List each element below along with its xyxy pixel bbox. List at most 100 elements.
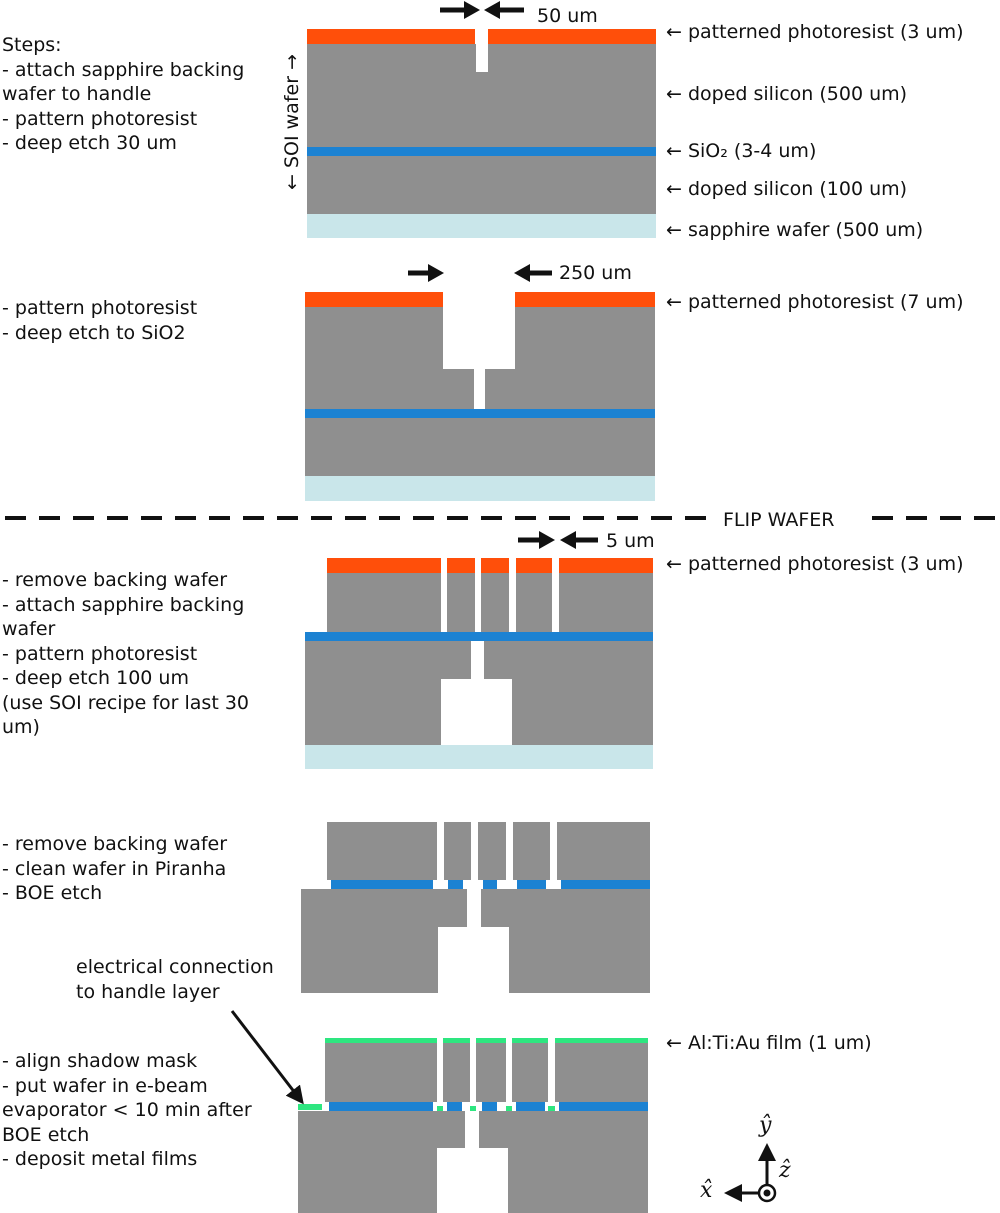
step5-metal-gap-3 [506, 1106, 512, 1111]
step1-dimension-label: 50 um [537, 5, 598, 27]
step1-line: - pattern photoresist [2, 107, 198, 130]
layer-label-photoresist: ← patterned photoresist (3 um) [666, 21, 964, 43]
layer-label-oxide: ← SiO₂ (3-4 um) [666, 140, 817, 162]
step1-line: wafer to handle [2, 83, 152, 105]
step2-line: - deep etch to SiO2 [2, 321, 186, 344]
step1-top-silicon [307, 44, 656, 147]
callout-text: electrical connection to handle layer [76, 955, 274, 1004]
layer-label-handle-silicon: ← doped silicon (100 um) [666, 178, 908, 200]
step4-line: - remove backing wafer [2, 833, 228, 855]
step4-silicon-3 [478, 822, 506, 880]
layer-label-sapphire: ← sapphire wafer (500 um) [666, 219, 924, 241]
step5-line: - put wafer in e-beam [2, 1074, 208, 1097]
step4-oxide-5 [561, 880, 650, 889]
step3-photoresist-5 [559, 558, 653, 573]
step5-metal-top-2 [443, 1038, 470, 1043]
layer-label-device-silicon: ← doped silicon (500 um) [666, 83, 908, 105]
step2-dimension-label: 250 um [559, 262, 632, 284]
step5-oxide-4 [516, 1102, 545, 1111]
step3-dimension-arrows [518, 531, 598, 549]
step3-cross-section [305, 531, 653, 769]
step5-line: BOE etch [2, 1123, 90, 1146]
step3-line: - deep etch 100 um [2, 667, 189, 689]
step2-photoresist-left [305, 292, 443, 307]
step2-cross-section [305, 264, 655, 501]
x-axis-label: x̂ [700, 1178, 713, 1203]
step1-bottom-silicon [307, 156, 656, 214]
step4-oxide-3 [483, 880, 497, 889]
step5-silicon-1 [325, 1043, 437, 1102]
step2-layer-label: ← patterned photoresist (7 um) [666, 291, 964, 313]
step3-photoresist-3 [481, 558, 509, 573]
step1-cross-section [307, 1, 656, 238]
step4-silicon-4 [513, 822, 550, 880]
z-axis-label: ẑ [779, 1158, 791, 1183]
step5-metal-gap-1 [437, 1106, 443, 1111]
step5-line: evaporator < 10 min after [2, 1099, 252, 1121]
step3-silicon-5 [559, 573, 653, 632]
step5-oxide-1 [329, 1102, 433, 1111]
step5-metal-top-3 [476, 1038, 506, 1043]
step2-steps-text: - pattern photoresist - deep etch to SiO… [2, 296, 197, 345]
step5-steps-text: - align shadow mask - put wafer in e-bea… [2, 1049, 252, 1172]
step2-dimension-arrows [408, 264, 552, 282]
step5-oxide-3 [482, 1102, 497, 1111]
coordinate-axes [724, 1143, 777, 1203]
steps-title: Steps: [2, 34, 62, 56]
callout-line: electrical connection [76, 956, 274, 978]
step2-top-silicon [305, 307, 655, 409]
callout-arrow [230, 1010, 304, 1105]
step3-photoresist-1 [327, 558, 441, 573]
step2-sapphire [305, 476, 655, 501]
step3-line: wafer [2, 618, 56, 640]
step4-handle-silicon [301, 889, 650, 993]
step1-sapphire [307, 214, 656, 238]
step2-bottom-silicon [305, 418, 655, 476]
step5-layer-label: ← Al:Ti:Au film (1 um) [666, 1032, 872, 1054]
step3-dimension-label: 5 um [606, 530, 655, 552]
step5-oxide-5 [559, 1102, 648, 1111]
step5-metal-gap-4 [548, 1106, 555, 1111]
step4-oxide-4 [517, 880, 546, 889]
step3-photoresist-2 [447, 558, 475, 573]
step1-line: - attach sapphire backing [2, 58, 245, 81]
step4-silicon-2 [444, 822, 471, 880]
step5-line: - align shadow mask [2, 1050, 198, 1072]
step2-line: - pattern photoresist [2, 297, 198, 319]
step1-steps-text: Steps: - attach sapphire backing wafer t… [2, 33, 244, 156]
flip-wafer-label: FLIP WAFER [723, 509, 835, 531]
step1-oxide [307, 147, 656, 156]
step3-line: - remove backing wafer [2, 569, 228, 591]
step3-photoresist-4 [516, 558, 552, 573]
step5-metal-top-1 [325, 1038, 437, 1043]
step4-cross-section [301, 822, 650, 993]
step1-dimension-arrows [440, 1, 524, 19]
callout-line: to handle layer [76, 980, 220, 1003]
step4-silicon-5 [557, 822, 650, 880]
soi-wafer-label: ← SOI wafer → [281, 54, 303, 190]
step3-line: um) [2, 716, 40, 738]
step5-handle-silicon [298, 1111, 648, 1213]
step4-steps-text: - remove backing wafer - clean wafer in … [2, 832, 227, 906]
step3-silicon-2 [447, 573, 475, 632]
step3-line: - pattern photoresist [2, 642, 198, 665]
step3-sapphire [305, 745, 653, 769]
step4-oxide-2 [448, 880, 463, 889]
step5-silicon-4 [512, 1043, 548, 1102]
step3-layer-label: ← patterned photoresist (3 um) [666, 553, 964, 575]
step5-metal-gap-2 [470, 1106, 476, 1111]
step5-line: - deposit metal films [2, 1148, 198, 1170]
step2-oxide [305, 409, 655, 418]
step3-silicon-3 [481, 573, 509, 632]
step1-line: - deep etch 30 um [2, 132, 177, 154]
step3-handle-silicon [305, 641, 653, 745]
step4-line: - BOE etch [2, 882, 103, 904]
step5-silicon-2 [443, 1043, 470, 1102]
step5-metal-top-4 [512, 1038, 548, 1043]
step3-line: - attach sapphire backing [2, 593, 245, 616]
step3-silicon-1 [327, 573, 441, 632]
step5-silicon-5 [555, 1043, 648, 1102]
step5-oxide-2 [447, 1102, 462, 1111]
